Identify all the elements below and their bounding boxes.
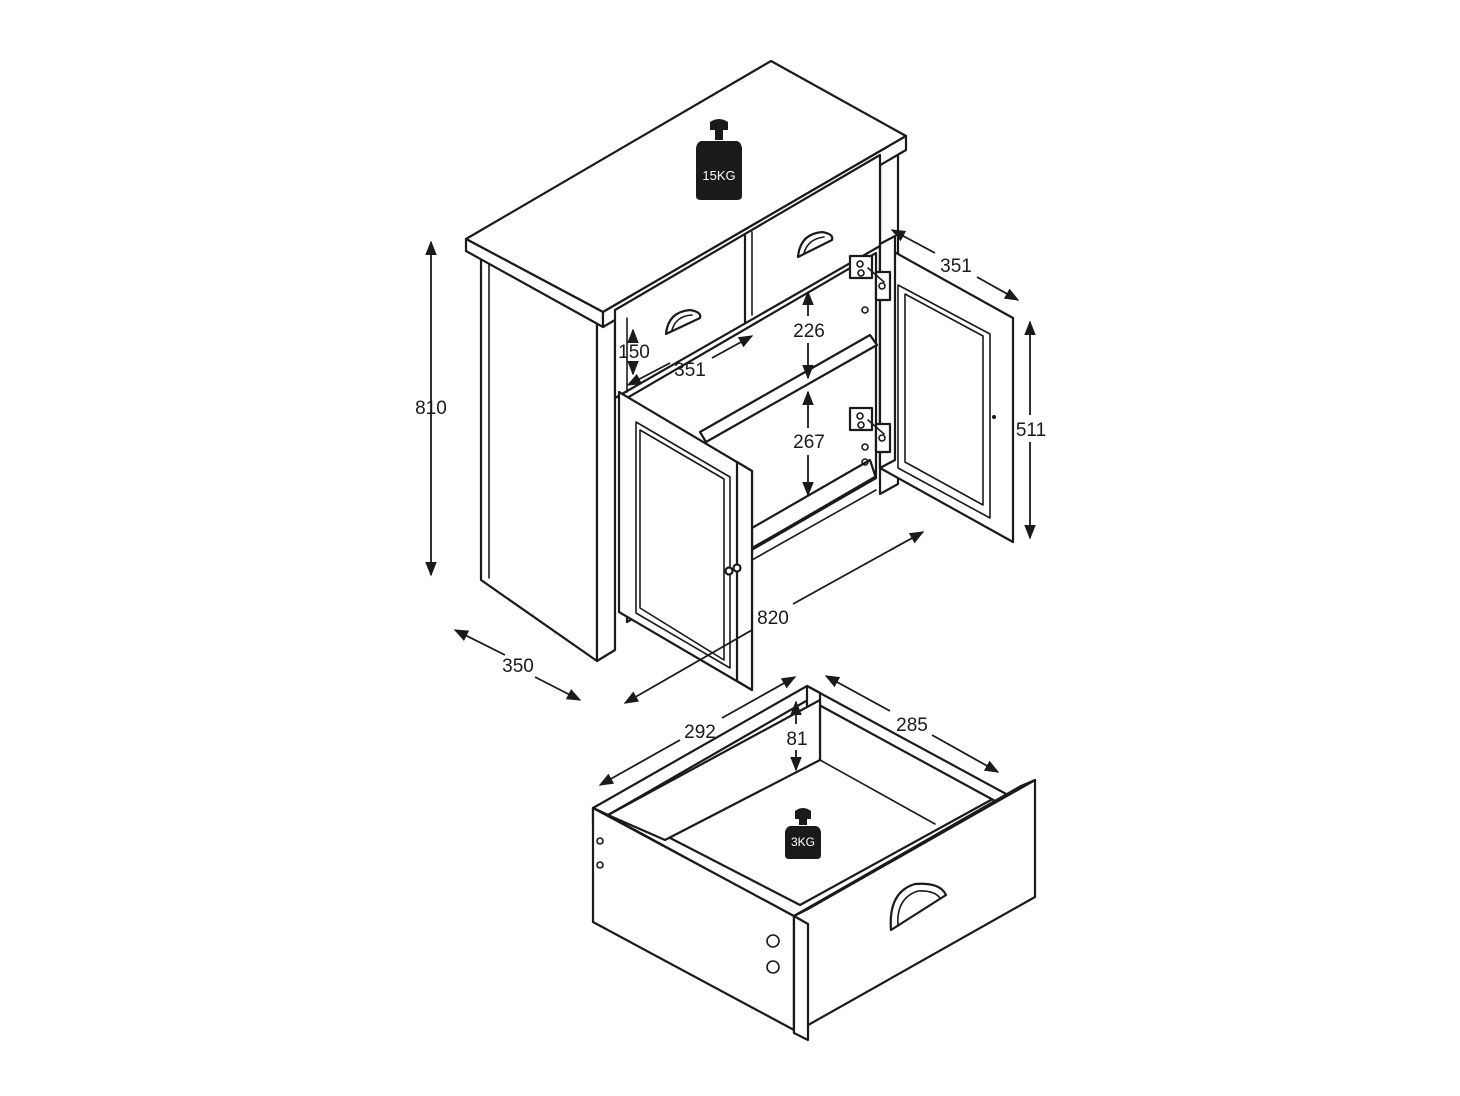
weight-3kg-icon: 3KG [785, 808, 821, 859]
dim-drawer-box-width-label: 292 [684, 722, 716, 743]
dimension-depth: 350 [453, 629, 582, 701]
door-knob-right-icon [992, 415, 996, 419]
cabinet-right-door [878, 242, 1015, 544]
dowel-hole-icon [596, 837, 604, 845]
dimension-lower-shelf: 267 [793, 390, 825, 497]
dim-lower-shelf-label: 267 [793, 432, 825, 453]
weight-drawer-label: 3KG [791, 835, 815, 849]
dim-door-width-label: 351 [940, 256, 972, 277]
cabinet [464, 59, 1015, 692]
dim-upper-shelf-label: 226 [793, 321, 825, 342]
dim-height-label: 810 [415, 398, 447, 419]
dim-drawer-front-label: 150 [618, 342, 650, 363]
dimension-drawer-box-width: 292 [598, 676, 797, 786]
drawer-box [591, 684, 1037, 1042]
dimension-width: 820 [623, 531, 925, 704]
dim-door-height-label: 511 [1016, 420, 1046, 441]
weight-15kg-icon: 15KG [696, 119, 742, 200]
dimension-door-width: 351 [890, 229, 1020, 301]
dimension-drawer-box-depth: 285 [824, 675, 1000, 773]
dimension-door-height: 511 [1016, 320, 1046, 540]
dimension-drawer-box-height: 81 [786, 700, 808, 772]
dim-width-label: 820 [757, 608, 789, 629]
hinge-lower-icon [848, 406, 892, 454]
dimension-height: 810 [415, 240, 447, 577]
dimension-drawer-front: 150 [618, 328, 650, 376]
dimension-upper-shelf: 226 [793, 290, 825, 380]
dimension-drawer-inner: 351 [626, 335, 754, 386]
dim-drawer-box-height-label: 81 [786, 729, 807, 750]
drawer-handle-right-icon [796, 230, 834, 259]
door-knob-icon [724, 566, 734, 576]
dim-drawer-inner-label: 351 [674, 360, 706, 381]
drawer-handle-left-icon [664, 308, 702, 336]
dim-drawer-box-depth-label: 285 [896, 715, 928, 736]
drawer-handle-icon [889, 882, 948, 932]
dim-depth-label: 350 [502, 656, 534, 677]
cabinet-front-left-post [595, 306, 617, 663]
hinge-upper-icon [848, 254, 892, 302]
weight-top-label: 15KG [702, 168, 735, 183]
